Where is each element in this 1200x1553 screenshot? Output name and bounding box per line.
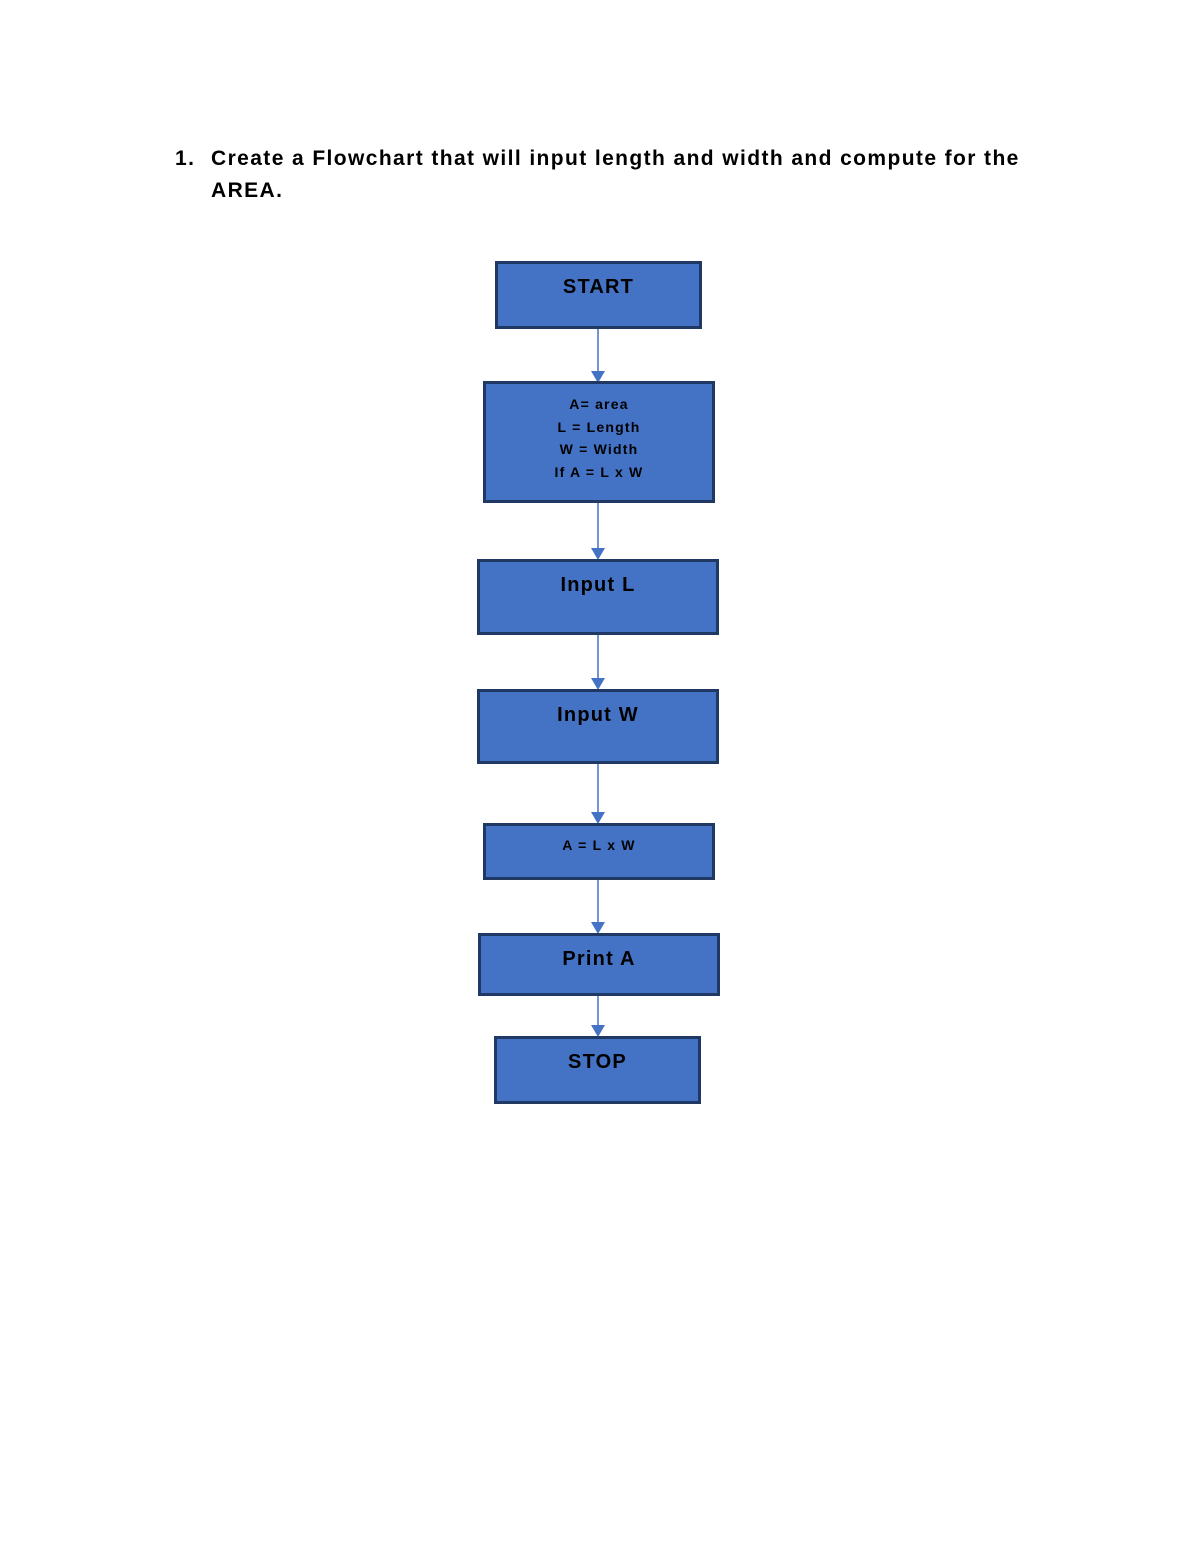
definition-length: L = Length: [557, 418, 641, 435]
definition-width: W = Width: [559, 441, 639, 457]
definition-formula: If A = L x W: [554, 463, 644, 480]
arrow-definitions-to-input-l: [591, 502, 605, 560]
stop-box: STOP: [494, 1036, 701, 1104]
question: 1. Create a Flowchart that will input le…: [175, 143, 1055, 207]
input-w-label: Input W: [557, 704, 639, 726]
print-box: Print A: [478, 933, 720, 996]
definition-area: A= area: [569, 396, 629, 412]
print-label: Print A: [562, 948, 636, 970]
compute-box: A = L x W: [483, 823, 715, 880]
arrow-input-l-to-input-w: [591, 634, 605, 690]
input-l-box: Input L: [477, 559, 719, 635]
start-label: START: [562, 276, 635, 298]
input-l-label: Input L: [560, 574, 636, 596]
question-text: Create a Flowchart that will input lengt…: [211, 147, 1020, 202]
start-box: START: [495, 261, 702, 329]
compute-label: A = L x W: [562, 837, 636, 853]
definitions-box: A= area L = Length W = Width If A = L x …: [483, 381, 715, 503]
arrow-compute-to-print: [591, 879, 605, 934]
question-number: 1.: [175, 147, 196, 170]
arrow-start-to-definitions: [591, 328, 605, 383]
arrow-print-to-stop: [591, 995, 605, 1037]
arrow-input-w-to-compute: [591, 763, 605, 824]
stop-label: STOP: [568, 1051, 627, 1073]
input-w-box: Input W: [477, 689, 719, 764]
